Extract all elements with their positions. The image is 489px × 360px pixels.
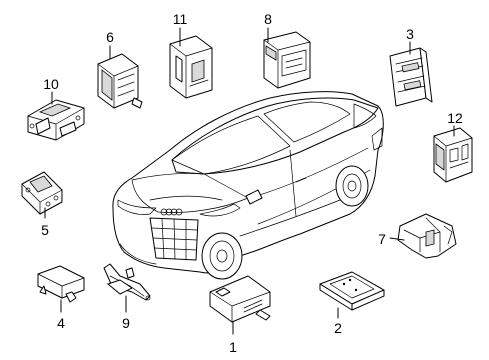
callout-8: 8 (264, 11, 272, 27)
part-2-control-module (319, 271, 385, 319)
part-7-bracket (389, 213, 457, 259)
callout-9: 9 (122, 315, 130, 331)
part-9-sensor-bracket (103, 263, 151, 313)
part-12-relay-carrier (433, 125, 473, 183)
callout-11: 11 (173, 11, 188, 27)
part-11-bracket (169, 27, 213, 99)
callout-6: 6 (106, 29, 114, 45)
callout-3: 3 (406, 26, 414, 42)
callout-5: 5 (41, 222, 49, 238)
callout-4: 4 (57, 315, 65, 331)
callout-10: 10 (43, 76, 59, 92)
callout-2: 2 (334, 320, 342, 336)
part-5-control-module (21, 171, 63, 219)
callout-7: 7 (378, 231, 386, 247)
part-1-control-module (209, 275, 271, 335)
callout-12: 12 (447, 110, 463, 126)
callout-1: 1 (229, 339, 237, 355)
part-8-control-module (263, 27, 311, 89)
part-10-airbag-module (27, 91, 85, 141)
callout-labels: 1 2 3 4 5 6 7 8 9 10 11 12 (41, 11, 463, 355)
part-6-control-module (97, 45, 143, 109)
part-4-sensor-module (37, 265, 85, 313)
car-illustration (112, 91, 384, 280)
part-3-control-module (389, 41, 433, 107)
